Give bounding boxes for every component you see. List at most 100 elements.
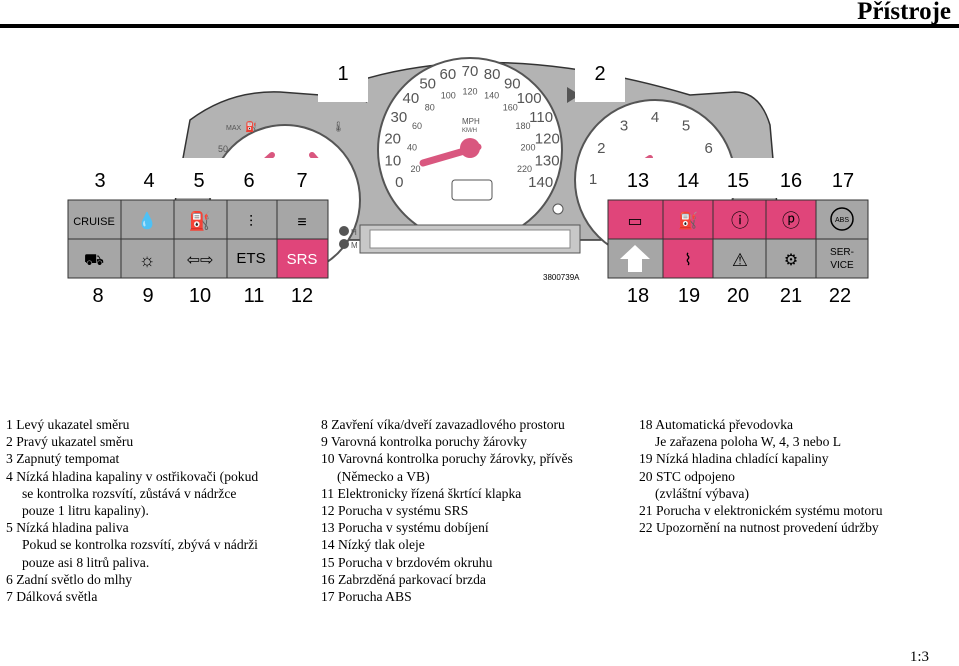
speedo-mph-label-60: 60	[412, 121, 422, 131]
speedo-mph-label-160: 160	[503, 103, 518, 113]
coolant-level-icon: ⌇	[684, 252, 692, 269]
trip-display	[451, 179, 493, 201]
ets-lamp-label: ETS	[236, 250, 265, 267]
callout-band-right-bottom	[608, 276, 868, 316]
callout-15: 15	[727, 170, 749, 192]
trailer-bulb-icon: ⇦⇨	[187, 252, 214, 269]
speedo-hub	[460, 138, 480, 158]
speedo-mph-label-120: 120	[462, 86, 477, 96]
callout-3: 3	[94, 170, 105, 192]
callout-7: 7	[296, 170, 307, 192]
speedo-kmh-label-10: 10	[385, 153, 402, 170]
legend-item: 15 Porucha v brzdovém okruhu	[321, 554, 493, 570]
callout-4: 4	[143, 170, 154, 192]
speedo-kmh-label-50: 50	[419, 75, 436, 92]
callout-band-right-top	[608, 158, 868, 198]
srs-lamp-label: SRS	[287, 251, 318, 268]
legend-item: 10 Varovná kontrolka poruchy žárovky, př…	[321, 451, 573, 467]
fuel-max-label: MAX	[226, 125, 242, 132]
speedo-kmh-label-60: 60	[440, 66, 457, 83]
bulb-failure-icon: ☼	[139, 250, 156, 270]
odo-m-label: M	[351, 241, 358, 250]
legend-item: 18 Automatická převodovka	[639, 417, 794, 432]
legend-item: pouze 1 litru kapaliny).	[22, 503, 149, 519]
legend-item: 9 Varovná kontrolka poruchy žárovky	[321, 434, 527, 450]
coolant-lamp	[662, 238, 714, 279]
service-lamp-label-top: SER-	[830, 247, 854, 258]
legend-item: 12 Porucha v systému SRS	[321, 503, 469, 519]
legend-item: 14 Nízký tlak oleje	[321, 537, 425, 553]
engine-check-icon: ⚙	[784, 252, 798, 269]
abs-lamp-label: ABS	[835, 217, 849, 224]
speedo-mph-label-200: 200	[520, 142, 535, 152]
speedo-mph-label-100: 100	[441, 91, 456, 101]
right-indicator-arrow-icon	[567, 87, 580, 103]
figure-code: 3800739A	[543, 273, 580, 282]
callout-16: 16	[780, 170, 802, 192]
legend-item: (Německo a VB)	[337, 468, 430, 484]
charging-lamp	[607, 199, 664, 240]
page-title: Přístroje	[857, 0, 951, 25]
oil-can-icon: ⛽	[678, 211, 698, 230]
brake-lamp	[712, 199, 767, 240]
odo-h-button	[339, 226, 349, 236]
speedo-mph-label-40: 40	[407, 142, 417, 152]
speedo-kmh-label-130: 130	[535, 153, 560, 170]
legend-item: pouze asi 8 litrů paliva.	[22, 554, 150, 570]
tacho-label-1: 1	[589, 171, 597, 188]
callout-20: 20	[727, 285, 749, 307]
speedo-kmh-label-90: 90	[504, 75, 521, 92]
callout-9: 9	[142, 285, 153, 307]
callout-22: 22	[829, 285, 851, 307]
odometer-display	[369, 229, 571, 249]
legend-item: 7 Dálková světla	[6, 589, 98, 605]
callout-1: 1	[337, 63, 348, 85]
tacho-label-3: 3	[620, 117, 628, 134]
high-beam-icon: ≡	[297, 214, 306, 231]
callout-18: 18	[627, 285, 649, 307]
stc-off-icon: ⚠	[732, 250, 748, 270]
fuel-50-label: 50	[218, 144, 228, 154]
cruise-lamp-label: CRUISE	[73, 216, 115, 228]
gear-position-arrow-icon	[620, 245, 650, 272]
speedo-mph-label-80: 80	[425, 103, 435, 113]
speedo-kmh-label-120: 120	[535, 130, 560, 147]
rear-fog-light-icon: ⫶	[249, 214, 253, 231]
brake-warning-icon: ⓘ	[731, 211, 749, 231]
callout-13: 13	[627, 170, 649, 192]
callout-band-left-bottom	[68, 276, 328, 316]
speedo-kmh-label-40: 40	[403, 90, 420, 107]
speedo-mph-label-20: 20	[410, 164, 420, 174]
service-lamp-label-bottom: VICE	[830, 260, 854, 271]
parking-brake-lamp	[765, 199, 817, 240]
callout-19: 19	[678, 285, 700, 307]
fuel-lamp-icon: ⛽	[189, 210, 211, 231]
legend-item: se kontrolka rozsvítí, zůstává v nádržce	[22, 485, 237, 501]
legend-item: 16 Zabrzděná parkovací brzda	[321, 571, 486, 587]
page-number: 1:3	[909, 649, 929, 665]
legend-item: 6 Zadní světlo do mlhy	[6, 571, 133, 587]
callout-11: 11	[244, 285, 265, 307]
legend-item: 2 Pravý ukazatel směru	[6, 434, 134, 450]
speedo-kmh-label-80: 80	[484, 66, 501, 83]
callout-box-1	[318, 52, 368, 102]
trip-reset-knob	[552, 203, 564, 215]
callout-14: 14	[677, 170, 699, 192]
callout-box-2	[575, 52, 625, 102]
legend-item: 21 Porucha v elektronickém systému motor…	[639, 503, 883, 519]
callout-5: 5	[193, 170, 204, 192]
srs-lamp	[276, 238, 329, 279]
speedo-kmh-label-140: 140	[528, 174, 553, 191]
callout-band-left-top	[68, 158, 328, 198]
speedo-kmh-label-20: 20	[384, 130, 401, 147]
speedo-kmh-label-100: 100	[517, 90, 542, 107]
callout-10: 10	[189, 285, 211, 307]
legend-item: 3 Zapnutý tempomat	[6, 451, 120, 467]
legend-item: 8 Zavření víka/dveří zavazadlového prost…	[321, 417, 565, 432]
legend-item: Pokud se kontrolka rozsvítí, zbývá v nád…	[22, 537, 258, 553]
